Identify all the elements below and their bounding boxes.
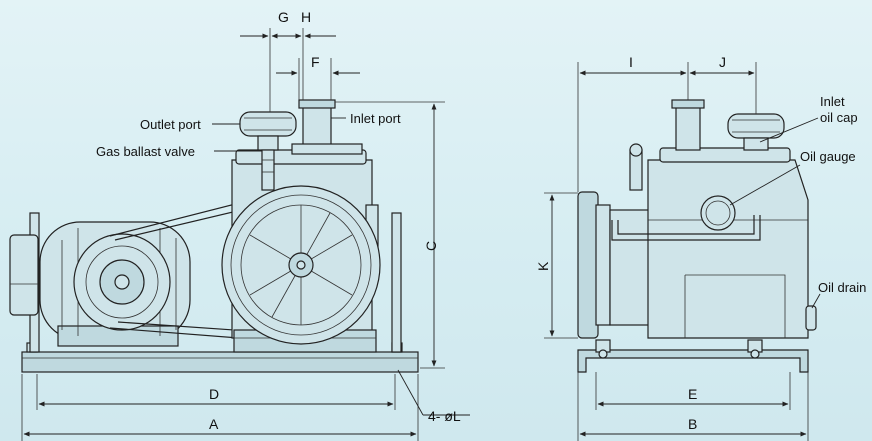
bolt-hole-leader xyxy=(397,369,424,416)
base-plate xyxy=(21,351,419,373)
label-oil-drain: Oil drain xyxy=(818,280,866,295)
oil-tube xyxy=(611,215,761,241)
dim-label-g: G xyxy=(278,9,289,25)
pulley-flange xyxy=(577,191,599,339)
front-view xyxy=(577,99,817,373)
dim-label-c: C xyxy=(423,241,439,251)
dim-label-k: K xyxy=(535,261,551,271)
dim-label-b: B xyxy=(688,416,697,432)
gas-ballast-valve xyxy=(261,149,275,191)
dim-label-j: J xyxy=(719,54,726,70)
motor-fan-cover xyxy=(9,234,39,316)
outlet-port-cap xyxy=(239,111,297,137)
inlet-oil-cap xyxy=(727,113,785,139)
dim-label-l: 4- øL xyxy=(428,408,461,424)
side-view-callout-leaders xyxy=(212,117,346,152)
label-gas-ballast-valve: Gas ballast valve xyxy=(96,144,195,159)
front-inlet-port xyxy=(675,105,701,151)
front-view-callout-leaders xyxy=(729,117,821,309)
dim-label-i: I xyxy=(629,54,633,70)
dim-label-a: A xyxy=(209,416,219,432)
dim-label-e: E xyxy=(688,386,697,402)
side-view xyxy=(9,99,419,373)
labels: Outlet port Gas ballast valve Inlet port… xyxy=(96,9,866,432)
label-inlet-port: Inlet port xyxy=(350,111,401,126)
channel-base xyxy=(577,349,809,373)
guard-post-right xyxy=(391,212,402,353)
inlet-port xyxy=(302,105,332,147)
pump-body xyxy=(647,159,809,339)
label-outlet-port: Outlet port xyxy=(140,117,201,132)
label-oil-gauge: Oil gauge xyxy=(800,149,856,164)
label-inlet-oil-cap-1: Inlet xyxy=(820,94,845,109)
side-view-dimensions xyxy=(21,28,470,441)
dim-label-h: H xyxy=(301,9,311,25)
oil-drain xyxy=(805,305,817,331)
dim-label-d: D xyxy=(209,386,219,402)
label-inlet-oil-cap-2: oil cap xyxy=(820,110,858,125)
front-view-dimensions xyxy=(544,62,809,441)
dim-label-f: F xyxy=(311,54,320,70)
